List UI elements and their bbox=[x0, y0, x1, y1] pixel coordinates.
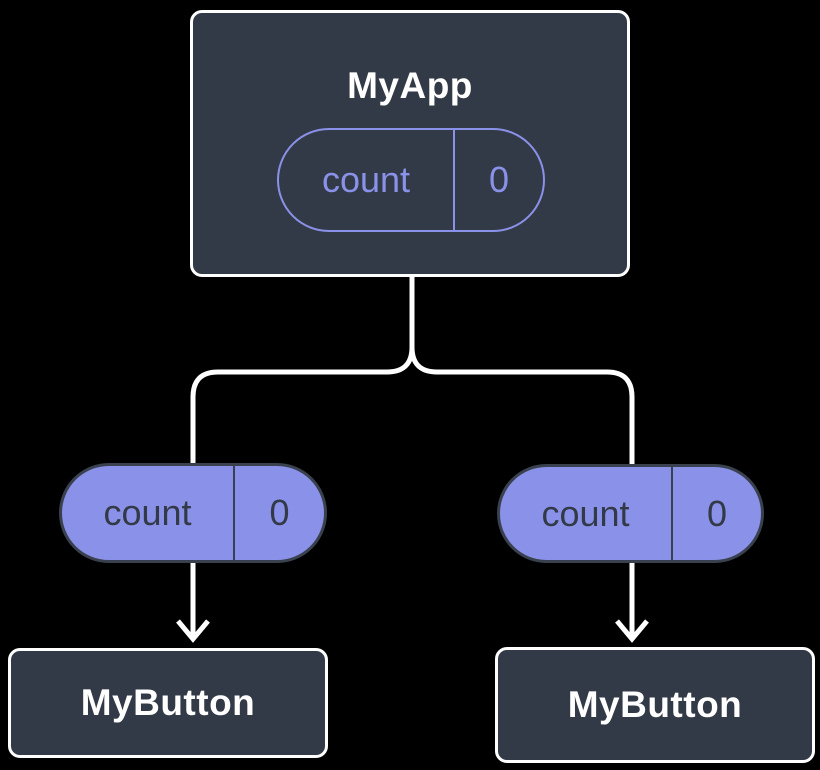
prop-name: count bbox=[62, 466, 235, 560]
node-mybutton-right: MyButton bbox=[495, 647, 815, 763]
connector-left-branch bbox=[190, 277, 415, 636]
node-myapp-label: MyApp bbox=[347, 65, 473, 106]
prop-pill-right: count 0 bbox=[497, 464, 764, 563]
state-name: count bbox=[279, 130, 455, 230]
prop-name: count bbox=[500, 467, 673, 560]
prop-value: 0 bbox=[269, 492, 290, 533]
prop-value: 0 bbox=[706, 492, 728, 534]
prop-pill-left: count 0 bbox=[59, 463, 327, 563]
node-mybutton-right-label: MyButton bbox=[567, 684, 743, 725]
arrowhead-left-icon bbox=[176, 619, 210, 643]
state-pill-myapp: count 0 bbox=[277, 128, 545, 232]
state-value: 0 bbox=[488, 159, 510, 200]
node-mybutton-left: MyButton bbox=[8, 648, 328, 758]
arrowhead-right-icon bbox=[615, 619, 649, 643]
node-mybutton-left-label: MyButton bbox=[80, 682, 256, 723]
connector-right-branch bbox=[409, 277, 635, 636]
node-myapp: MyApp count 0 bbox=[190, 10, 630, 277]
